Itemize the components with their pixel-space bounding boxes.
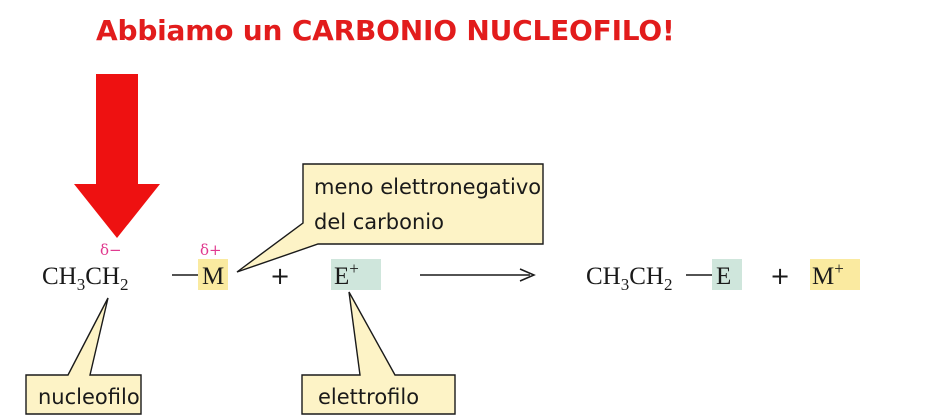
plus-sign-1: + xyxy=(270,262,290,290)
metal-note-line2: del carbonio xyxy=(314,210,444,234)
electrophile-highlight xyxy=(331,259,381,290)
product-metal-ion: M+ xyxy=(812,259,844,290)
product-metal-highlight xyxy=(810,259,860,290)
product-e-highlight xyxy=(712,259,742,290)
electrophile-callout xyxy=(301,291,456,415)
reaction-arrowhead-icon xyxy=(519,268,536,282)
delta-minus: δ− xyxy=(100,241,122,259)
reactant-formula: CH3CH2 xyxy=(42,263,128,294)
electrophile-symbol: E+ xyxy=(334,259,359,290)
delta-plus: δ+ xyxy=(200,241,222,259)
plus-sign-2: + xyxy=(770,262,790,290)
slide-title: Abbiamo un CARBONIO NUCLEOFILO! xyxy=(96,14,675,47)
metal-symbol: M xyxy=(202,263,224,290)
nucleophile-callout xyxy=(25,297,142,415)
metal-note-callout xyxy=(236,163,544,273)
metal-note-line1: meno elettronegativo xyxy=(314,175,541,199)
red-down-arrow-icon xyxy=(74,74,160,238)
electrophile-label: elettrofilo xyxy=(318,385,419,409)
product-e-symbol: E xyxy=(716,263,731,290)
product-formula: CH3CH2 xyxy=(586,263,672,294)
nucleophile-label: nucleofilo xyxy=(38,385,140,409)
metal-highlight xyxy=(198,259,228,290)
